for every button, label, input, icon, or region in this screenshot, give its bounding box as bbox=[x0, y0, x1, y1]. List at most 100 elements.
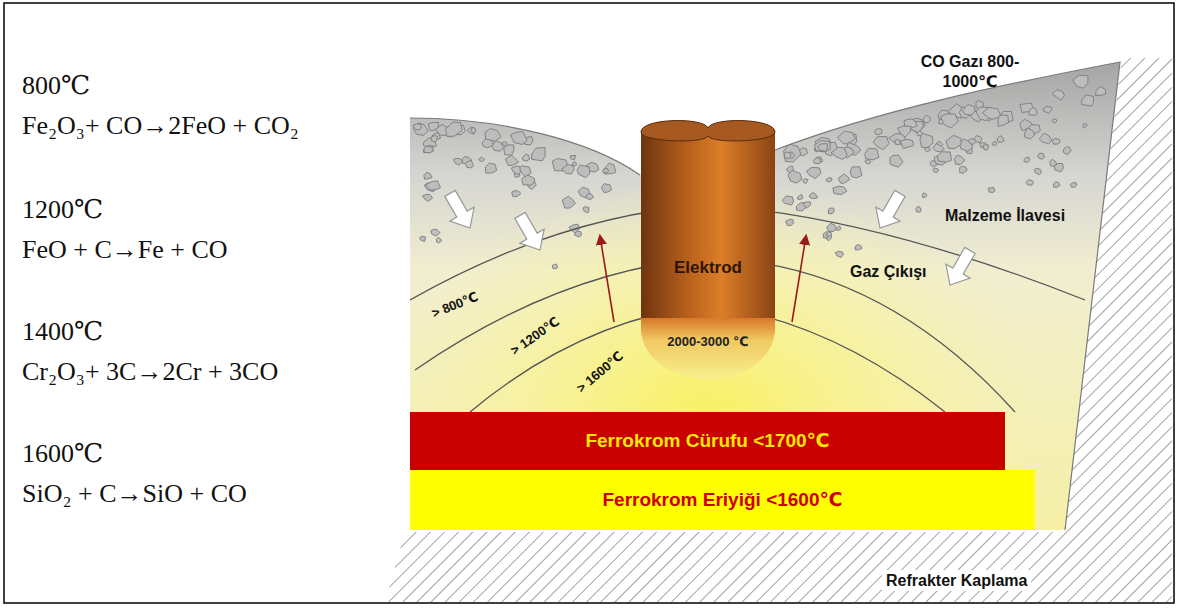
ore-lump bbox=[933, 144, 945, 152]
ore-lump bbox=[788, 170, 802, 183]
gas-arrow bbox=[792, 236, 806, 322]
label-slot: 1600℃ bbox=[22, 438, 103, 469]
ore-lump bbox=[1052, 139, 1060, 145]
isotherm-label: > 1200℃ bbox=[508, 314, 563, 359]
ore-lump bbox=[836, 226, 841, 230]
label-slot: > 1600℃ bbox=[574, 348, 627, 396]
melt-band: Ferrokrom Eriyiği <1600℃ bbox=[410, 470, 1035, 530]
ore-lump bbox=[601, 184, 611, 193]
ore-lump bbox=[835, 251, 843, 257]
ore-lump bbox=[782, 196, 793, 205]
reaction-equation: Fe₂O₃+ CO→2FeO + CO₂ bbox=[22, 110, 299, 141]
ore-lump bbox=[826, 178, 832, 182]
ore-lump bbox=[954, 155, 965, 165]
ore-lump bbox=[570, 156, 575, 160]
label-slot: FeO + C→Fe + CO bbox=[22, 234, 228, 265]
ore-lump bbox=[1063, 147, 1071, 155]
ore-lump bbox=[505, 155, 518, 165]
ore-lump bbox=[809, 193, 818, 199]
ore-lump bbox=[1070, 183, 1077, 188]
isotherm-label: > 800℃ bbox=[430, 289, 481, 322]
band-label: Ferrokrom Eriyiği <1600℃ bbox=[602, 489, 842, 512]
electrode-tip bbox=[641, 318, 775, 380]
label-slot: 1200℃ bbox=[22, 194, 103, 225]
ore-lump bbox=[1052, 119, 1057, 123]
ore-lump bbox=[803, 179, 808, 184]
ore-lump bbox=[828, 208, 834, 214]
feed-arrow bbox=[438, 186, 482, 235]
ore-lump bbox=[1073, 75, 1088, 88]
ore-lump bbox=[424, 146, 434, 153]
ore-lump bbox=[471, 128, 476, 134]
label-slot: > 800℃ bbox=[430, 289, 481, 322]
ore-lump bbox=[522, 175, 535, 185]
label-slot: > 1200℃ bbox=[508, 314, 563, 359]
ore-lump bbox=[855, 245, 862, 250]
ore-lump bbox=[933, 168, 938, 172]
ore-lump bbox=[962, 105, 975, 116]
feed-label: Malzeme İlavesi bbox=[945, 206, 1065, 225]
isotherm-line bbox=[470, 305, 945, 412]
label-slot: Cr₂O₃+ 3C→2Cr + 3CO bbox=[22, 356, 278, 387]
ore-lump bbox=[577, 165, 590, 178]
ore-lump bbox=[983, 145, 988, 150]
ore-lump bbox=[818, 144, 828, 152]
ore-lump bbox=[1038, 153, 1045, 159]
ore-lump bbox=[997, 136, 1004, 143]
isotherm-label: > 1600℃ bbox=[574, 348, 627, 396]
ore-lump bbox=[511, 166, 520, 175]
ore-lump bbox=[1053, 182, 1060, 188]
refractory-label: Refrakter Kaplama bbox=[882, 570, 1031, 591]
ore-lump bbox=[552, 264, 557, 269]
ore-lump bbox=[838, 174, 850, 183]
ore-lump bbox=[532, 148, 546, 161]
ore-lump bbox=[1039, 133, 1051, 144]
ore-lump bbox=[923, 115, 930, 123]
ore-lump bbox=[988, 187, 995, 192]
reaction-equation: SiO₂ + C→SiO + CO bbox=[22, 478, 247, 509]
ore-lump bbox=[813, 158, 821, 164]
ore-lump bbox=[424, 146, 433, 153]
ore-lump bbox=[583, 207, 589, 213]
ore-lump bbox=[1096, 87, 1106, 96]
ore-lump bbox=[865, 160, 871, 165]
ore-lump bbox=[827, 223, 837, 231]
label-slot: Malzeme İlavesi bbox=[945, 206, 1065, 225]
ore-lump bbox=[1052, 90, 1064, 100]
ore-lump bbox=[960, 166, 968, 173]
slag-band: Ferrokrom Cürufu <1700℃ bbox=[410, 412, 1005, 470]
furnace-outline bbox=[410, 62, 1120, 530]
ore-lump bbox=[815, 141, 831, 152]
ore-lump bbox=[485, 129, 501, 142]
electrode: Elektrod2000-3000 ℃ bbox=[638, 118, 778, 384]
ore-lump bbox=[920, 133, 933, 147]
ore-lump bbox=[578, 187, 589, 197]
ore-lump bbox=[431, 229, 440, 236]
ore-lump bbox=[916, 206, 921, 212]
ore-lump bbox=[502, 142, 507, 146]
ore-lump bbox=[815, 137, 831, 152]
label-slot: 1400℃ bbox=[22, 316, 103, 347]
reaction-equation: Cr₂O₃+ 3C→2Cr + 3CO bbox=[22, 356, 278, 387]
ore-lump bbox=[946, 135, 961, 148]
ore-lump bbox=[875, 129, 882, 135]
electrode-label: Elektrod bbox=[674, 258, 742, 278]
ore-lump bbox=[1026, 180, 1033, 186]
ore-lump bbox=[522, 154, 529, 161]
ore-lump bbox=[900, 139, 913, 148]
feed-arrow bbox=[508, 208, 552, 257]
ore-lump bbox=[431, 136, 438, 142]
label-slot: SiO₂ + C→SiO + CO bbox=[22, 478, 247, 509]
ore-lump bbox=[512, 191, 521, 197]
ore-lump bbox=[1024, 157, 1030, 162]
ore-lump bbox=[992, 142, 996, 146]
ore-lump bbox=[786, 219, 794, 225]
label-slot: Refrakter Kaplama bbox=[882, 570, 1031, 591]
ore-lump bbox=[436, 237, 441, 243]
ore-lump bbox=[850, 167, 862, 178]
ore-lump bbox=[446, 122, 463, 136]
feed-arrow bbox=[868, 186, 912, 235]
ore-lump bbox=[485, 163, 496, 173]
